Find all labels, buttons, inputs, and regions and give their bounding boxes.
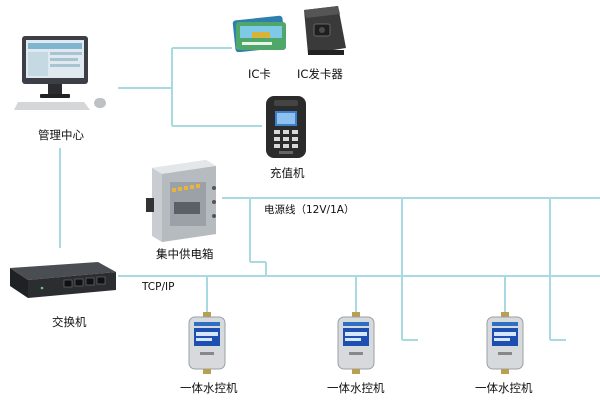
controller-label-2: 一体水控机: [327, 381, 385, 395]
power-box-label: 集中供电箱: [156, 247, 214, 261]
power-box-icon: [144, 158, 222, 244]
computer-icon: [14, 34, 120, 114]
card-issuer-label: IC发卡器: [297, 67, 343, 81]
power-line-label: 电源线（12V/1A）: [264, 204, 355, 216]
ic-card-icon: [232, 12, 290, 53]
water-controller-icon: [335, 312, 377, 374]
switch-label: 交换机: [52, 315, 87, 329]
controller-label-1: 一体水控机: [180, 381, 238, 395]
network-label: TCP/IP: [142, 281, 175, 293]
water-controller-icon: [484, 312, 526, 374]
controller-label-3: 一体水控机: [475, 381, 533, 395]
recharge-terminal-icon: [262, 94, 310, 160]
water-controller-icon: [186, 312, 228, 374]
management-center-label: 管理中心: [38, 128, 84, 142]
ic-card-label: IC卡: [248, 67, 271, 81]
network-switch-icon: [6, 258, 118, 302]
card-reader-icon: [298, 2, 348, 58]
recharge-machine-label: 充值机: [270, 166, 305, 180]
